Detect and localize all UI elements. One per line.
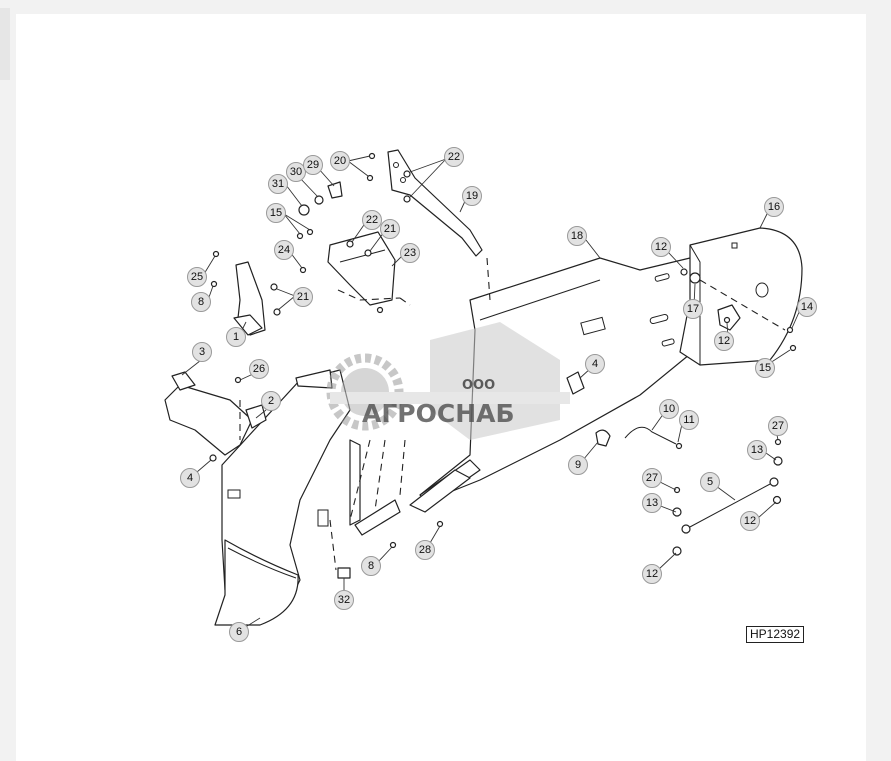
- callout-19: 19: [462, 186, 482, 206]
- svg-text:14: 14: [801, 301, 813, 313]
- watermark-line2: АГРОСНАБ: [362, 399, 515, 428]
- callout-29: 29: [303, 155, 323, 175]
- callout-26: 26: [249, 359, 269, 379]
- callout-22: 22: [444, 147, 464, 167]
- svg-text:25: 25: [191, 271, 203, 283]
- callout-13-lower: 13: [642, 493, 662, 513]
- svg-text:8: 8: [198, 296, 204, 308]
- svg-text:18: 18: [571, 230, 583, 242]
- svg-text:9: 9: [575, 459, 581, 471]
- callout-8-lower: 8: [361, 556, 381, 576]
- callout-12-bottom: 12: [642, 564, 662, 584]
- svg-text:30: 30: [290, 166, 302, 178]
- callout-4-boom: 4: [585, 354, 605, 374]
- svg-text:31: 31: [272, 178, 284, 190]
- drawing-code-label: HP12392: [746, 626, 805, 643]
- callout-28: 28: [415, 540, 435, 560]
- callout-21-left: 21: [293, 287, 313, 307]
- callout-14: 14: [797, 297, 817, 317]
- callout-18: 18: [567, 226, 587, 246]
- chute-assembly: [214, 369, 351, 626]
- watermark-line1: ООО: [462, 378, 495, 393]
- callout-30: 30: [286, 162, 306, 182]
- svg-text:12: 12: [646, 568, 658, 580]
- svg-text:16: 16: [768, 201, 780, 213]
- svg-text:22: 22: [448, 151, 460, 163]
- support-struts: [349, 439, 401, 536]
- callout-2: 2: [261, 391, 281, 411]
- callout-15: 15: [266, 203, 286, 223]
- upper-brackets: [233, 149, 483, 336]
- svg-text:21: 21: [297, 291, 309, 303]
- svg-text:6: 6: [236, 626, 242, 638]
- svg-text:8: 8: [368, 560, 374, 572]
- callout-22-lower: 22: [362, 210, 382, 230]
- watermark: [326, 322, 570, 440]
- svg-text:17: 17: [687, 303, 699, 315]
- callout-17: 17: [683, 299, 703, 319]
- svg-text:24: 24: [278, 244, 290, 256]
- svg-text:27: 27: [646, 472, 658, 484]
- svg-text:21: 21: [384, 223, 396, 235]
- svg-text:4: 4: [187, 472, 193, 484]
- callout-31: 31: [268, 174, 288, 194]
- callout-23: 23: [400, 243, 420, 263]
- svg-text:11: 11: [683, 414, 694, 426]
- callout-11: 11: [679, 410, 699, 430]
- link-rod: [681, 477, 779, 534]
- svg-text:19: 19: [466, 190, 478, 202]
- callout-27: 27: [768, 416, 788, 436]
- svg-text:2: 2: [268, 395, 274, 407]
- callout-16: 16: [764, 197, 784, 217]
- callout-5: 5: [700, 472, 720, 492]
- callout-24: 24: [274, 240, 294, 260]
- svg-text:29: 29: [307, 159, 319, 171]
- callout-15-right: 15: [755, 358, 775, 378]
- callout-10: 10: [659, 399, 679, 419]
- callout-20: 20: [330, 151, 350, 171]
- svg-text:15: 15: [759, 362, 771, 374]
- svg-text:4: 4: [592, 358, 598, 370]
- callout-8: 8: [191, 292, 211, 312]
- side-bracket: [164, 371, 267, 456]
- svg-text:13: 13: [751, 444, 763, 456]
- svg-text:10: 10: [663, 403, 675, 415]
- svg-text:12: 12: [744, 515, 756, 527]
- callout-4: 4: [180, 468, 200, 488]
- callout-3: 3: [192, 342, 212, 362]
- svg-text:12: 12: [718, 335, 730, 347]
- callout-9: 9: [568, 455, 588, 475]
- svg-text:32: 32: [338, 594, 350, 606]
- assembly-lines: [239, 257, 786, 571]
- callout-21: 21: [380, 219, 400, 239]
- callout-13: 13: [747, 440, 767, 460]
- callout-1: 1: [226, 327, 246, 347]
- svg-text:5: 5: [707, 476, 713, 488]
- svg-text:27: 27: [772, 420, 784, 432]
- svg-text:23: 23: [404, 247, 416, 259]
- svg-text:22: 22: [366, 214, 378, 226]
- svg-text:15: 15: [270, 207, 282, 219]
- callout-32: 32: [334, 590, 354, 610]
- svg-text:20: 20: [334, 155, 346, 167]
- leader-lines: [181, 155, 801, 629]
- callout-27-lower: 27: [642, 468, 662, 488]
- callout-12-rod: 12: [740, 511, 760, 531]
- callout-12-cover: 12: [714, 331, 734, 351]
- svg-text:1: 1: [233, 331, 239, 343]
- callout-12: 12: [651, 237, 671, 257]
- svg-text:12: 12: [655, 241, 667, 253]
- svg-text:3: 3: [199, 346, 205, 358]
- svg-text:13: 13: [646, 497, 658, 509]
- left-edge-strip: [0, 8, 10, 80]
- callout-6: 6: [229, 622, 249, 642]
- callout-25: 25: [187, 267, 207, 287]
- svg-text:28: 28: [419, 544, 431, 556]
- end-cover: [679, 227, 803, 366]
- svg-text:26: 26: [253, 363, 265, 375]
